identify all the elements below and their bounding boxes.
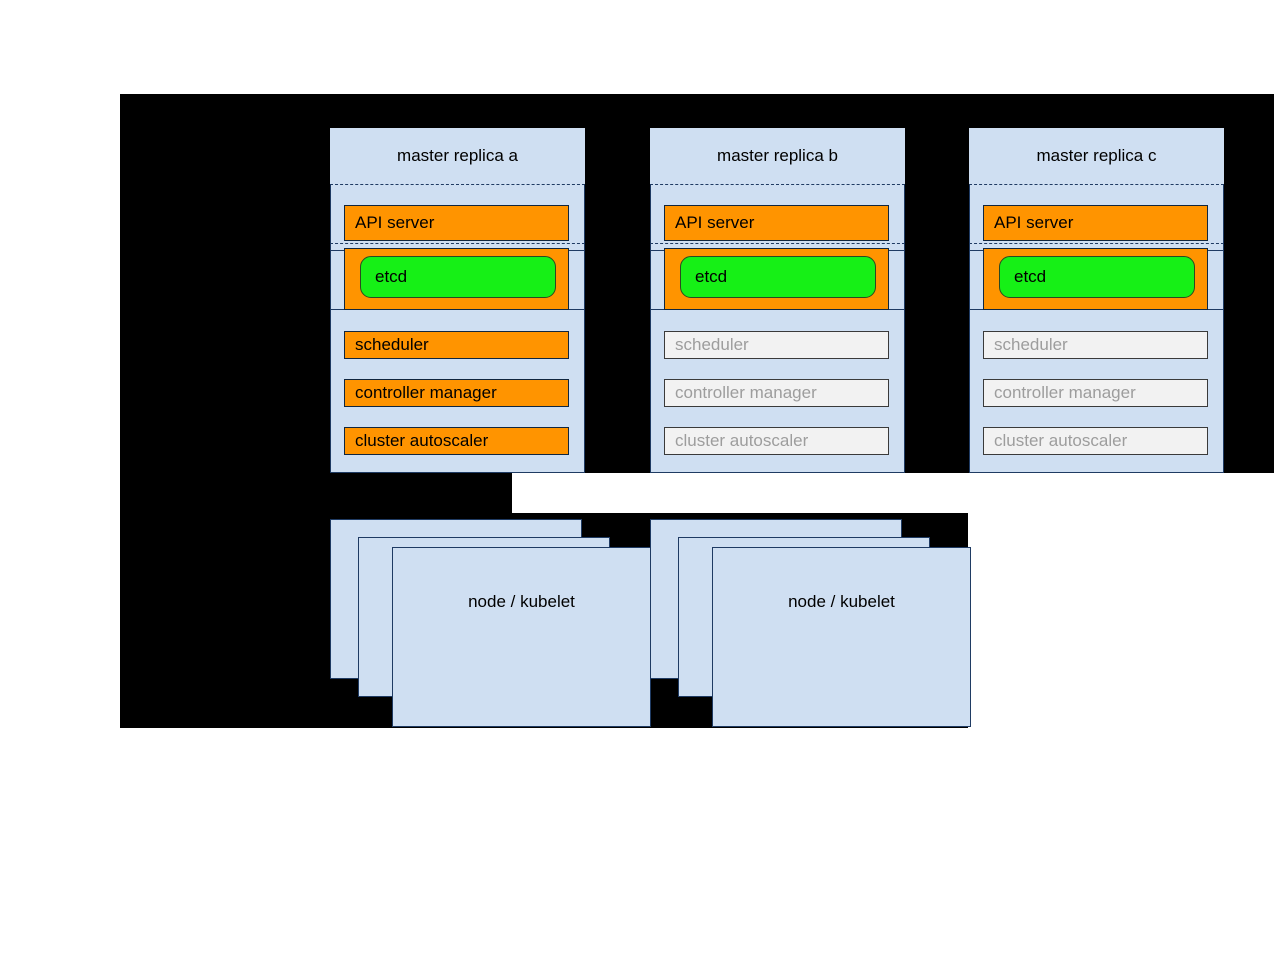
master-replica-a-api-server[interactable]: API server — [344, 205, 569, 241]
master-replica-b-divider-top — [650, 184, 905, 185]
node-group-1-label: node / kubelet — [468, 592, 575, 611]
master-replica-a-controller-manager-label: controller manager — [355, 383, 497, 402]
master-replica-b-controller-manager-label: controller manager — [675, 383, 817, 402]
master-replica-b-etcd[interactable]: etcd — [680, 256, 876, 298]
master-replica-c-divider-apietcd — [969, 243, 1224, 244]
master-replica-a-etcd[interactable]: etcd — [360, 256, 556, 298]
master-replica-a-scheduler-label: scheduler — [355, 335, 429, 354]
master-replica-c-api-server[interactable]: API server — [983, 205, 1208, 241]
master-replica-a-title-label: master replica a — [397, 146, 518, 165]
master-replica-a-scheduler[interactable]: scheduler — [344, 331, 569, 359]
master-replica-b-api-server[interactable]: API server — [664, 205, 889, 241]
master-replica-b-etcd-label: etcd — [695, 267, 728, 286]
master-replica-b-scheduler-label: scheduler — [675, 335, 749, 354]
master-replica-c-etcd[interactable]: etcd — [999, 256, 1195, 298]
master-replica-c-scheduler-label: scheduler — [994, 335, 1068, 354]
master-replica-a-etcd-label: etcd — [375, 267, 408, 286]
master-replica-b-api-server-label: API server — [675, 213, 755, 232]
master-replica-c-divider-top — [969, 184, 1224, 185]
master-replica-a-divider-apietcd — [330, 243, 585, 244]
master-replica-b-scheduler[interactable]: scheduler — [664, 331, 889, 359]
master-replica-b-title-label: master replica b — [717, 146, 838, 165]
master-replica-a-controller-manager[interactable]: controller manager — [344, 379, 569, 407]
master-replica-c-cluster-autoscaler[interactable]: cluster autoscaler — [983, 427, 1208, 455]
master-replica-b-cluster-autoscaler-label: cluster autoscaler — [675, 431, 809, 450]
master-replica-a-cluster-autoscaler-label: cluster autoscaler — [355, 431, 489, 450]
master-replica-c-etcd-label: etcd — [1014, 267, 1047, 286]
node-group-1-card-front[interactable]: node / kubelet — [392, 547, 651, 727]
master-replica-c-title: master replica c — [969, 128, 1224, 184]
master-replica-c-controller-manager-label: controller manager — [994, 383, 1136, 402]
backdrop-mid-band — [120, 473, 512, 513]
master-replica-c-cluster-autoscaler-label: cluster autoscaler — [994, 431, 1128, 450]
master-replica-b-cluster-autoscaler[interactable]: cluster autoscaler — [664, 427, 889, 455]
master-replica-b-title: master replica b — [650, 128, 905, 184]
master-replica-c-api-server-label: API server — [994, 213, 1074, 232]
master-replica-b-controller-manager[interactable]: controller manager — [664, 379, 889, 407]
master-replica-b-divider-apietcd — [650, 243, 905, 244]
master-replica-c-title-label: master replica c — [1036, 146, 1157, 165]
master-replica-a-api-server-label: API server — [355, 213, 435, 232]
master-replica-a-cluster-autoscaler[interactable]: cluster autoscaler — [344, 427, 569, 455]
master-replica-c-controller-manager[interactable]: controller manager — [983, 379, 1208, 407]
master-replica-a-title: master replica a — [330, 128, 585, 184]
node-group-2-label: node / kubelet — [788, 592, 895, 611]
master-replica-a-divider-top — [330, 184, 585, 185]
master-replica-c-scheduler[interactable]: scheduler — [983, 331, 1208, 359]
node-group-2-card-front[interactable]: node / kubelet — [712, 547, 971, 727]
